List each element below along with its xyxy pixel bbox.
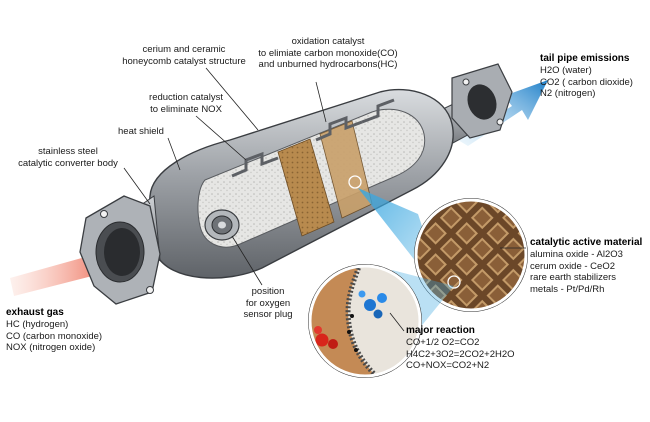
zoom-origin-marker: [348, 175, 362, 189]
tailpipe-emissions-block: tail pipe emissions H2O (water) CO2 ( ca…: [540, 52, 633, 100]
catalytic-material-item: alumina oxide - Al2O3: [530, 249, 623, 260]
exhaust-item: HC (hydrogen): [6, 319, 69, 330]
catalytic-material-item: rare earth stabilizers: [530, 272, 617, 283]
label-oxidation-catalyst: oxidation catalyst to elimiate carbon mo…: [258, 36, 398, 70]
reaction-closeup: [308, 264, 422, 378]
exhaust-gas-block: exhaust gas HC (hydrogen) CO (carbon mon…: [6, 306, 102, 354]
tailpipe-title: tail pipe emissions: [540, 53, 630, 64]
reaction-equation: H4C2+3O2=2CO2+2H2O: [406, 348, 515, 360]
exhaust-item: CO (carbon monoxide): [6, 330, 103, 342]
label-cerium-honeycomb: cerium and ceramic honeycomb catalyst st…: [122, 44, 246, 67]
reaction-equation: CO+1/2 O2=CO2: [406, 337, 480, 348]
oxygen-sensor-plug: [204, 209, 240, 241]
reaction-equation: CO+NOX=CO2+N2: [406, 360, 490, 371]
label-oxygen-sensor: position for oxygen sensor plug: [243, 286, 293, 320]
label-stainless-body: stainless steel catalytic converter body: [18, 146, 118, 169]
tailpipe-item: CO2 ( carbon dioxide): [540, 76, 633, 88]
exhaust-title: exhaust gas: [6, 307, 64, 318]
catalytic-material-item: metals - Pt/Pd/Rh: [530, 283, 605, 295]
tailpipe-item: H2O (water): [540, 65, 592, 76]
exhaust-item: NOX (nitrogen oxide): [6, 342, 96, 353]
major-reaction-block: major reaction CO+1/2 O2=CO2 H4C2+3O2=2C…: [406, 324, 515, 372]
leader-lines: [123, 67, 526, 332]
reduction-catalyst-band: [277, 138, 335, 237]
major-reaction-title: major reaction: [406, 325, 475, 336]
label-reduction-catalyst: reduction catalyst to eliminate NOX: [149, 92, 223, 115]
label-heat-shield: heat shield: [118, 126, 164, 137]
tailpipe-item: N2 (nitrogen): [540, 88, 596, 99]
catalytic-material-title: catalytic active material: [530, 237, 643, 248]
catalytic-material-block: catalytic active material alumina oxide …: [530, 236, 642, 295]
catalytic-material-item: cerum oxide - CeO2: [530, 260, 616, 272]
heat-shield-steps: [231, 151, 279, 178]
honeycomb-closeup: [414, 198, 528, 312]
